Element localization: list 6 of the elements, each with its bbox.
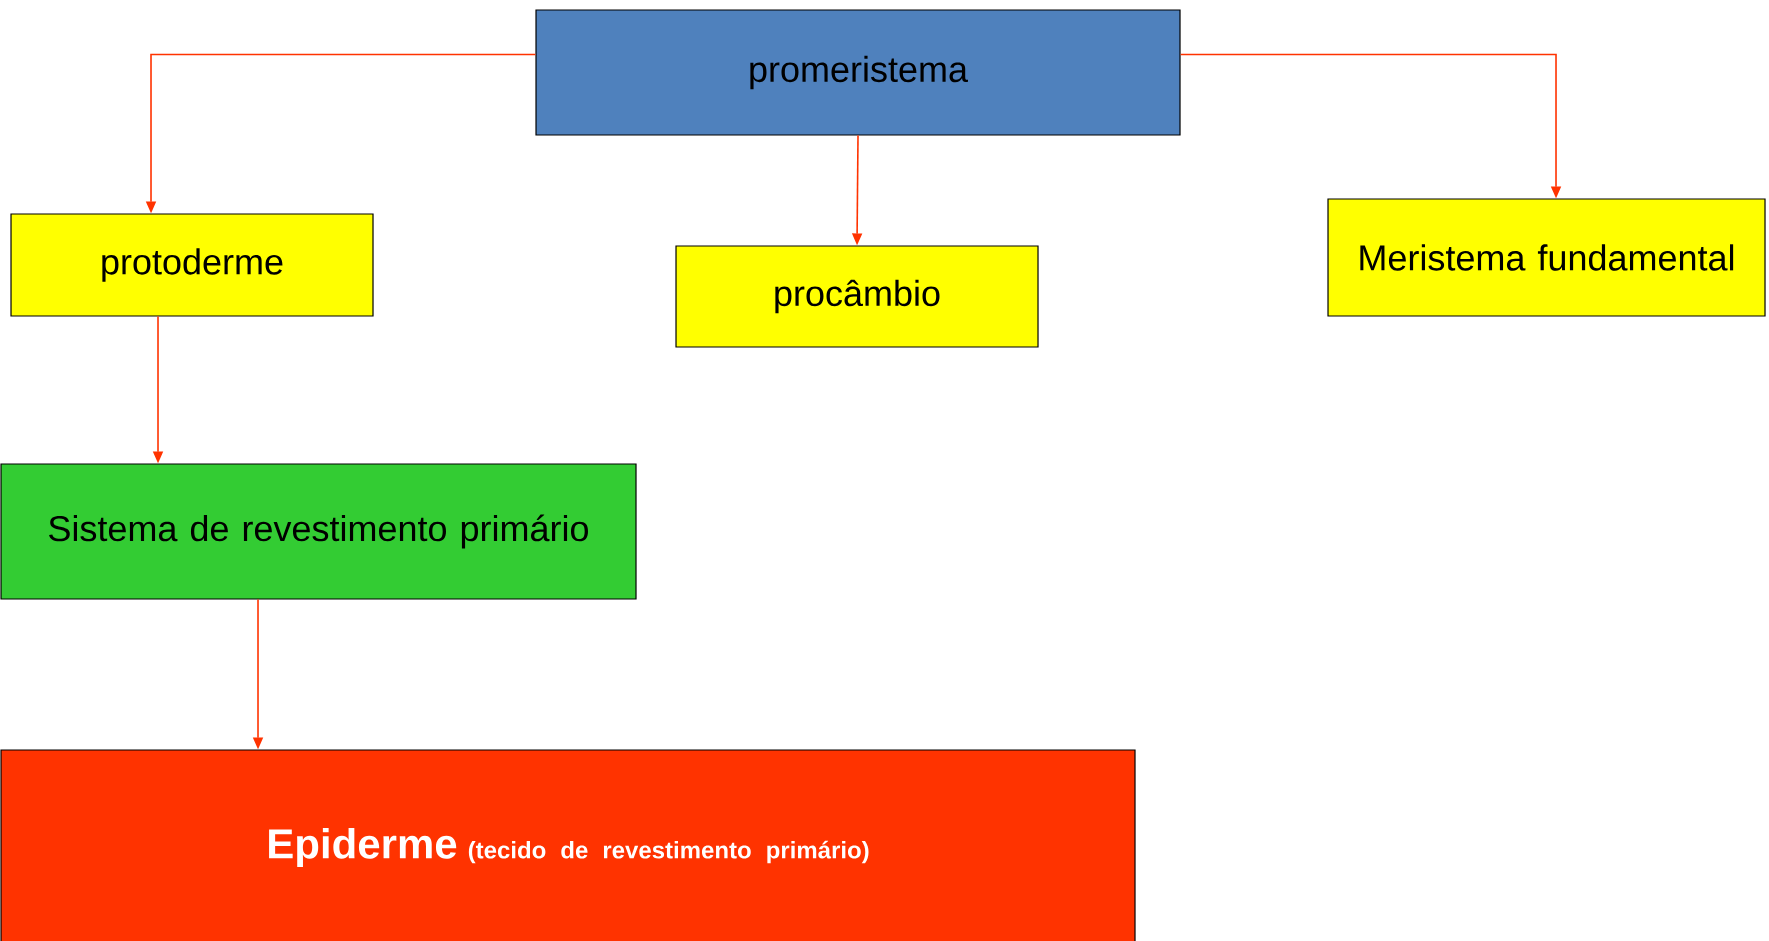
process-box: protoderme	[10, 213, 374, 317]
process-box: promeristema	[535, 9, 1181, 136]
result-box: Epiderme (tecido de revestimento primário)	[0, 749, 1136, 941]
process-box: Meristema fundamental	[1327, 198, 1766, 317]
process-box: Sistema de revestimento primário	[0, 463, 637, 600]
process-box: procâmbio	[675, 245, 1039, 348]
